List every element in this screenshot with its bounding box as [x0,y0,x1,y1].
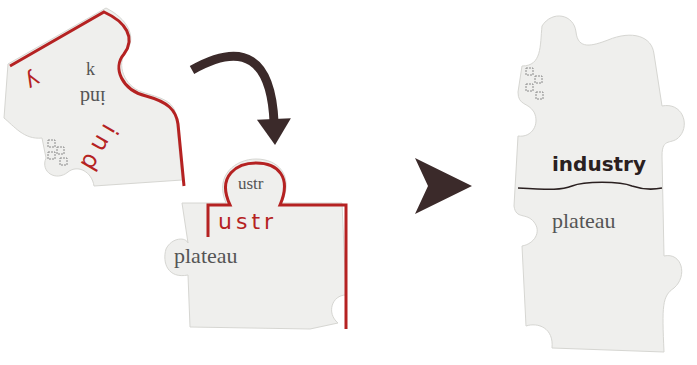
puzzle-piece: ustr ustr plateau [160,145,352,333]
arrow-shaft [192,56,274,123]
red-outline [10,12,184,186]
checkbox-pattern [48,140,55,147]
word-fragment: plateau [552,210,616,232]
checkbox-pattern [535,76,542,83]
puzzle-piece [165,159,346,329]
piece-shape [160,145,352,333]
word-fragment: ind [80,88,106,108]
red-fragment: ustr [218,211,277,233]
word-fragment: plateau [174,245,238,267]
word-fragment: k [86,60,95,78]
puzzle-piece [4,8,182,186]
checkbox-pattern [526,68,533,75]
joint-line [518,182,662,189]
piece-shape [512,6,694,358]
checkbox-pattern [60,158,67,165]
puzzle-piece: industry plateau [512,6,694,358]
word-fragment: ustr [238,175,264,192]
arrow-head [257,118,291,145]
checkbox-pattern [57,147,64,154]
word-fragment: industry [552,154,646,174]
checkbox-pattern [48,152,55,159]
checkbox-pattern [526,84,533,91]
checkbox-pattern [536,92,543,99]
result-arrowhead [415,158,472,214]
curved-arrow [192,56,291,145]
puzzle-piece [514,16,684,352]
puzzle-piece: kindyind [0,0,192,192]
